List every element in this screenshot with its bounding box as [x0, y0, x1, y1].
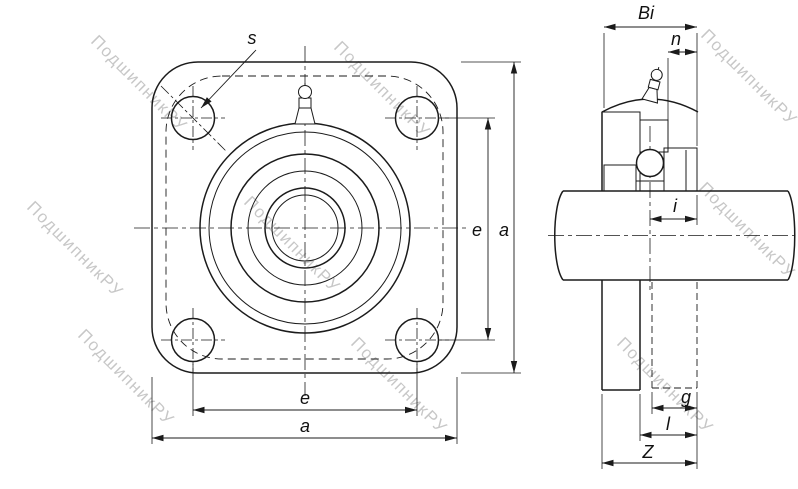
dimension-bottom: e a	[151, 364, 458, 444]
dim-label-Bi: Bi	[638, 3, 655, 23]
bolt-hole	[394, 95, 440, 141]
dim-label-e-right: e	[472, 220, 482, 240]
dim-label-e-bottom: e	[300, 388, 310, 408]
watermark-text: ПодшипникРУ	[330, 37, 434, 141]
watermark-text: ПодшипникРУ	[87, 31, 191, 135]
dim-label-Z: Z	[642, 442, 655, 462]
bolt-hole	[394, 317, 440, 363]
dim-label-a-bottom: a	[300, 416, 310, 436]
watermark-text: ПодшипникРУ	[23, 197, 127, 301]
flange-boss-hidden-contour	[165, 75, 444, 360]
dim-label-i: i	[673, 196, 678, 216]
dimension-i: i	[650, 195, 698, 225]
leader-line-s	[200, 49, 257, 109]
dim-label-g: g	[681, 387, 691, 407]
inner-ring-section-right	[663, 147, 698, 192]
inner-ring-section-left	[603, 164, 637, 192]
grease-fitting-icon	[641, 67, 663, 104]
front-view: s e a e a	[134, 28, 521, 444]
dimension-right: e a	[440, 61, 521, 374]
bolt-hole	[170, 95, 216, 141]
outer-ring-section	[639, 119, 669, 153]
watermark-text: ПодшипникРУ	[74, 325, 178, 429]
housing-section	[601, 111, 641, 192]
dim-label-l: l	[666, 414, 671, 434]
bolt-hole	[170, 317, 216, 363]
ball-section	[635, 148, 665, 178]
side-view: Bi n i g l Z	[548, 3, 796, 469]
bearing-section	[601, 111, 698, 192]
watermark-text: ПодшипникРУ	[697, 25, 798, 129]
dim-label-s: s	[248, 28, 257, 48]
grease-fitting-icon	[294, 83, 316, 125]
watermark-text: ПодшипникРУ	[695, 178, 798, 282]
hidden-hole-lines	[651, 282, 698, 389]
dim-label-n: n	[671, 29, 681, 49]
watermark-text: ПодшипникРУ	[240, 192, 344, 296]
dimension-top: Bi n	[603, 3, 698, 146]
flange-outline	[151, 61, 458, 374]
watermark-text: ПодшипникРУ	[347, 333, 451, 437]
dim-label-a-right: a	[499, 220, 509, 240]
dimension-bottom-side: g l Z	[601, 387, 698, 469]
